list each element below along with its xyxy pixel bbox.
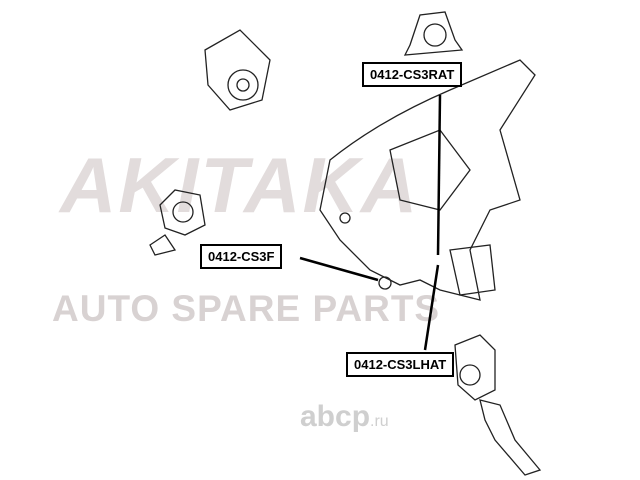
leader-lines	[299, 94, 442, 351]
watermark-site: abcp.ru	[300, 400, 389, 434]
mount-top-right-rat	[403, 11, 464, 56]
watermark-tagline: AUTO SPARE PARTS	[52, 288, 441, 329]
part-label-f: 0412-CS3F	[200, 244, 283, 269]
part-label-lhat: 0412-CS3LHAT	[346, 352, 455, 377]
mount-left-cs3f	[149, 189, 206, 256]
watermark-site-name: abcp	[300, 400, 371, 433]
mount-top-left	[204, 29, 271, 111]
car-body	[319, 59, 536, 301]
part-label-rat: 0412-CS3RAT	[362, 62, 463, 87]
watermark-brand: AKITAKA	[60, 141, 420, 229]
watermark-site-tld: .ru	[370, 413, 389, 430]
mount-bottom-lhat	[454, 334, 542, 476]
